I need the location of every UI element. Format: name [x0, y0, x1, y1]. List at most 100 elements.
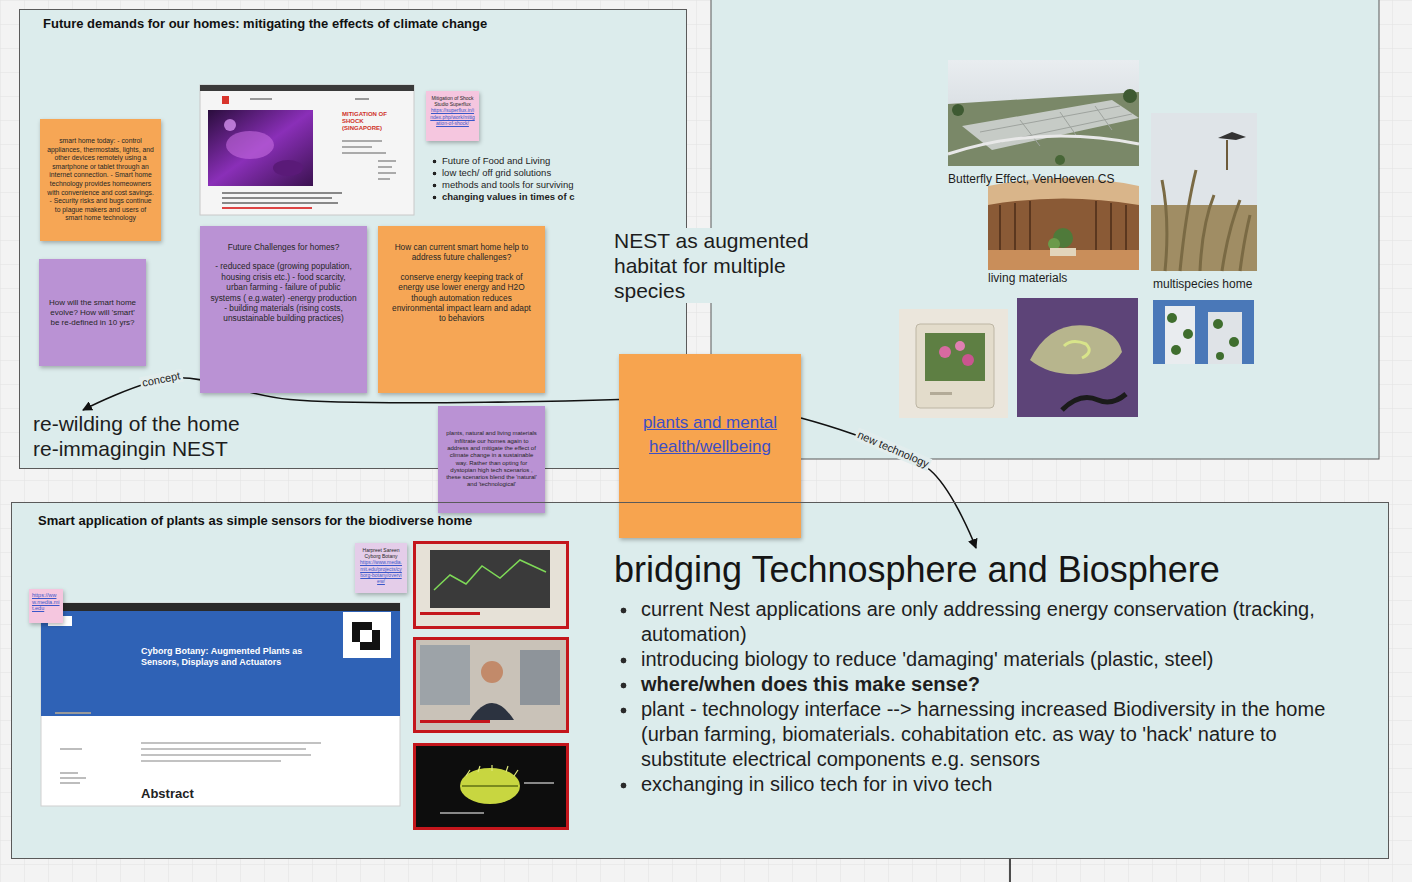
mitigation-screenshot [342, 152, 386, 154]
mitigation-screenshot [222, 192, 342, 194]
node-text: plants, natural and living materials inf… [445, 430, 538, 488]
node-text: Mitigation of Shock Studio Superflux [430, 95, 475, 107]
image-caption: living materials [988, 271, 1067, 285]
plant-computer-photo [939, 346, 951, 358]
plant-computer-photo [955, 341, 965, 351]
video-thumbnail [415, 745, 568, 829]
cyborg-botany-screenshot [141, 754, 311, 756]
node-body-text: - reduced space (growing population, hou… [210, 261, 357, 323]
mitigation-screenshot [224, 119, 236, 131]
sticky-note: plants, natural and living materials inf… [438, 406, 545, 513]
butterfly-effect-photo [948, 60, 1139, 166]
butterfly-effect-photo [948, 60, 1139, 166]
bullet-note: low tech/ off grid solutions [431, 167, 551, 179]
butterfly-effect-photo [948, 92, 1139, 166]
video-thumbnail [434, 560, 546, 590]
cyborg-botany-screenshot [60, 748, 82, 750]
screenshot-heading: Abstract [141, 786, 194, 801]
green-building-photo [1183, 329, 1193, 339]
node-body-text: where/when does this make sense? [614, 672, 1354, 697]
node-text: plants and mental health/wellbeing [629, 411, 791, 459]
node-text: Smart application of plants as simple se… [12, 503, 1388, 529]
mitigation-screenshot [226, 131, 274, 159]
video-thumbnail [420, 720, 490, 723]
butterfly-effect-photo [952, 104, 964, 116]
mitigation-screenshot [250, 98, 272, 100]
sticky-note: How will the smart home evolve? How will… [39, 259, 146, 366]
video-thumbnail [420, 645, 470, 705]
text-block: bridging Technosphere and Biosphere curre… [614, 549, 1354, 797]
reference-note: Harpreet Sareen Cyborg Botanyhttps://www… [355, 543, 407, 593]
plant-computer-photo [930, 392, 952, 395]
node-text: Harpreet Sareen Cyborg Botany [359, 547, 403, 559]
cyborg-botany-screenshot [360, 630, 372, 642]
living-materials-photo [1050, 248, 1076, 256]
mitigation-screenshot [378, 160, 396, 162]
node-text: re-wilding of the home re-immagingin NES… [33, 411, 265, 461]
bullet-note: methods and tools for surviving [431, 179, 573, 191]
connector-arrow [801, 418, 976, 548]
video-thumbnail [415, 639, 568, 732]
plant-computer-photo [916, 324, 994, 408]
plant-computer-photo [899, 309, 1008, 418]
node-text: https://www.media.mit.edu [32, 592, 60, 612]
bioluminescent-hand-photo [1030, 325, 1122, 374]
mitigation-screenshot [378, 172, 396, 174]
cyborg-botany-screenshot [41, 603, 400, 806]
multispecies-home-photo [1226, 140, 1228, 170]
video-thumbnail [462, 785, 518, 787]
green-building-photo [1171, 345, 1181, 355]
video-thumbnail [415, 745, 568, 829]
mitigation-screenshot [208, 110, 313, 186]
mitigation-screenshot [200, 85, 414, 215]
mitigation-screenshot [222, 207, 312, 209]
link-note: https://www.media.mit.edu [29, 589, 63, 623]
video-thumbnail [420, 612, 480, 615]
butterfly-effect-photo [948, 136, 1139, 154]
plant-computer-photo [925, 333, 985, 381]
multispecies-home-photo [1151, 113, 1257, 271]
central-note: plants and mental health/wellbeing [619, 354, 801, 538]
green-building-photo [1229, 337, 1239, 347]
node-text: bridging Technosphere and Biosphere [614, 549, 1354, 591]
image-caption: multispecies home [1153, 277, 1252, 291]
node-text: How can current smart home help to addre… [388, 242, 535, 263]
cyborg-botany-screenshot [141, 748, 306, 750]
mitigation-screenshot [222, 202, 338, 204]
cyborg-botany-screenshot [60, 772, 78, 774]
node-body-text: https://www.media.mit.edu/projects/cybor… [359, 559, 403, 584]
node-text: Future demands for our homes: mitigating… [20, 10, 686, 32]
video-thumbnail [466, 765, 518, 776]
screenshot-title: Cyborg Botany: Augmented Plants as Senso… [141, 646, 306, 668]
mitigation-screenshot [222, 96, 229, 104]
node-body-text: introducing biology to reduce 'damaging'… [614, 647, 1354, 672]
plant-computer-photo [899, 309, 1008, 418]
video-thumbnail [415, 543, 568, 628]
cyborg-botany-screenshot [141, 742, 321, 744]
node-body-text: current Nest applications are only addre… [614, 597, 1354, 647]
cyborg-botany-screenshot [141, 760, 281, 762]
living-materials-photo [988, 178, 1139, 270]
frame-fill [19, 9, 687, 469]
sticky-note: smart home today: - control appliances, … [40, 119, 161, 241]
green-building-photo [1153, 300, 1254, 364]
bioluminescent-hand-photo [1062, 394, 1126, 410]
frame-region: Smart application of plants as simple se… [11, 502, 1389, 859]
frame-fill [11, 502, 1389, 859]
node-body-text: exchanging in silico tech for in vivo te… [614, 772, 1354, 797]
green-building-photo [1213, 319, 1223, 329]
node-body-text: plant - technology interface --> harness… [614, 697, 1354, 772]
butterfly-effect-photo [1055, 155, 1065, 165]
mitigation-screenshot [355, 98, 369, 100]
bullet-note: Future of Food and Living [431, 155, 550, 167]
plant-computer-photo [962, 354, 974, 366]
green-building-photo [1153, 300, 1254, 364]
green-building-photo [1165, 306, 1195, 364]
green-building-photo [1208, 312, 1242, 364]
green-building-photo [1216, 352, 1224, 360]
annotation-text: NEST as augmented habitat for multiple s… [612, 228, 830, 303]
mitigation-screenshot [273, 160, 303, 176]
mitigation-screenshot [378, 178, 390, 180]
video-thumbnail [460, 768, 520, 804]
